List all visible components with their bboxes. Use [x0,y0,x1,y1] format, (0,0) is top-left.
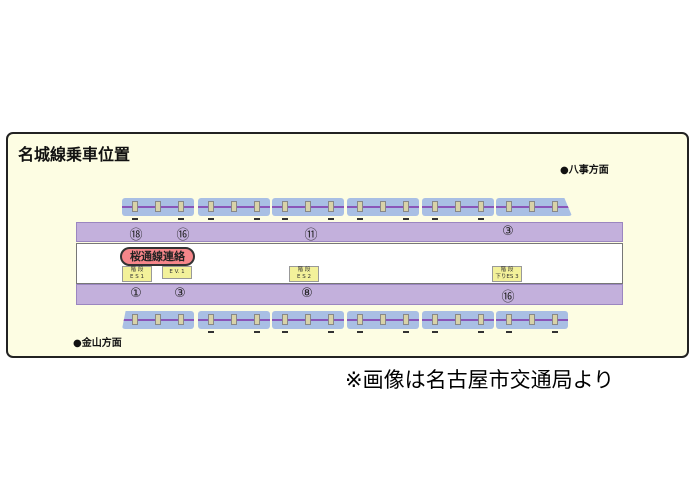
direction-yagoto: ●八事方面 [560,165,609,176]
position-number: ⑧ [301,286,313,301]
train-car [422,311,494,333]
stairs-sign-es3: 階 段下りES 3 [492,266,522,282]
train-car [496,311,568,333]
sign-line: 下りES 3 [495,274,519,280]
diagram-title: 名城線乗車位置 [18,145,131,164]
train-door [506,201,512,212]
train-door [254,201,260,212]
transfer-badge: 桜通線連絡 [120,247,195,266]
sign-line: E V. 1 [169,269,185,275]
position-number: ③ [174,286,186,301]
train-door [282,201,288,212]
train-door [552,314,558,325]
train-car [198,311,270,333]
train-door [231,314,237,325]
sign-line: E S 2 [297,274,311,280]
train-door [132,314,138,325]
train-door [132,201,138,212]
train-door [432,314,438,325]
train-door [305,314,311,325]
train-car [272,198,344,220]
train-car [422,198,494,220]
sign-line: 階 段 [130,267,144,273]
train-door [455,314,461,325]
sign-line: 階 段 [297,267,311,273]
platform-edge-top [76,222,623,242]
train-door [357,201,363,212]
train-door [328,314,334,325]
train-door [552,201,558,212]
source-note: ※画像は名古屋市交通局より [345,368,615,392]
position-number: ⑯ [501,290,515,305]
train-door [403,201,409,212]
train-door [208,314,214,325]
train-car [272,311,344,333]
train-car [347,198,419,220]
position-number: ③ [502,224,514,239]
position-number: ⑱ [129,228,143,243]
train-car [347,311,419,333]
train-door [380,201,386,212]
train-door [305,201,311,212]
position-number: ⑯ [176,228,190,243]
train-car [496,198,572,216]
train-car [122,198,194,220]
train-door [380,314,386,325]
train-door [478,314,484,325]
train-door [506,314,512,325]
train-door [155,201,161,212]
train-car [198,198,270,220]
train-door [178,201,184,212]
position-number: ① [130,286,142,301]
train-door [231,201,237,212]
train-door [529,314,535,325]
position-number: ⑪ [304,228,318,243]
train-door [403,314,409,325]
train-door [178,314,184,325]
sign-line: E S 1 [130,274,144,280]
direction-kanayama: ●金山方面 [73,338,122,349]
sign-line: 階 段 [500,267,514,273]
train-door [357,314,363,325]
train-door [432,201,438,212]
train-door [455,201,461,212]
train-door [208,201,214,212]
train-door [282,314,288,325]
train-door [328,201,334,212]
train-door [529,201,535,212]
elevator-sign-ev1: E V. 1 [162,266,192,279]
train-door [478,201,484,212]
train-car [122,311,194,329]
platform-edge-bottom [76,284,623,305]
train-door [254,314,260,325]
train-door [155,314,161,325]
